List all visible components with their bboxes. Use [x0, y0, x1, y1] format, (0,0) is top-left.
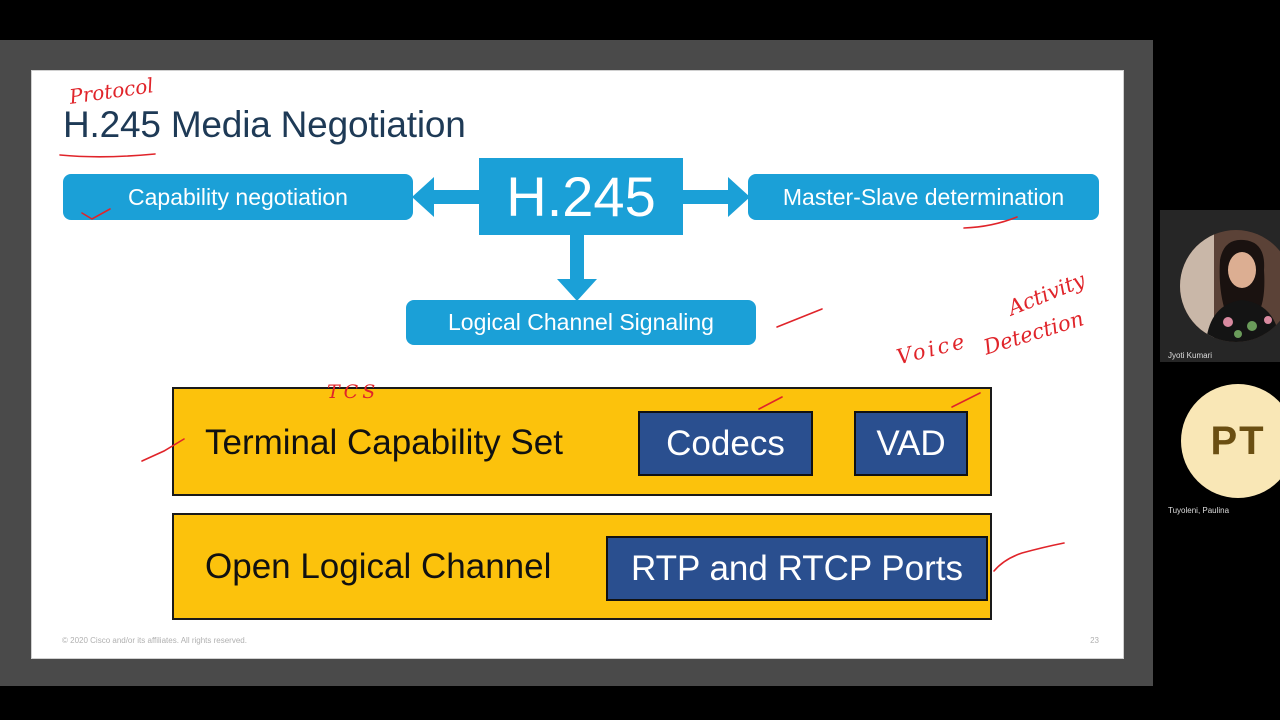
participant-name: Jyoti Kumari [1168, 351, 1213, 360]
h245-box: H.245 [479, 158, 683, 235]
codecs-box: Codecs [638, 411, 813, 476]
left-arrow-icon [412, 177, 482, 217]
participant-tile-jyoti[interactable]: Jyoti Kumari [1160, 210, 1280, 362]
annotation-tcs: TCS [327, 381, 380, 403]
tcs-label: Terminal Capability Set [205, 423, 563, 462]
presentation-slide: H.245 Media Negotiation Capability negot… [31, 70, 1124, 659]
master-slave-pill: Master-Slave determination [748, 174, 1099, 220]
participant-video [1180, 230, 1280, 342]
down-arrow-icon [557, 234, 597, 301]
annotation-voice: Voice [894, 328, 970, 370]
page-number: 23 [1090, 636, 1099, 645]
participant-avatar-pt[interactable]: PT [1181, 384, 1280, 498]
olc-box: Open Logical Channel RTP and RTCP Ports [172, 513, 992, 620]
logical-channel-signaling-pill: Logical Channel Signaling [406, 300, 756, 345]
right-arrow-icon [682, 177, 750, 217]
slide-footer: © 2020 Cisco and/or its affiliates. All … [62, 636, 247, 645]
annotation-detection: Detection [980, 306, 1087, 360]
participant-photo-icon [1180, 230, 1280, 342]
participant-name: Tuyoleni, Paulina [1168, 506, 1230, 515]
capability-negotiation-pill: Capability negotiation [63, 174, 413, 220]
rtp-rtcp-box: RTP and RTCP Ports [606, 536, 988, 601]
tcs-box: Terminal Capability Set Codecs VAD [172, 387, 992, 496]
olc-label: Open Logical Channel [205, 547, 552, 586]
vad-box: VAD [854, 411, 968, 476]
shared-screen: H.245 Media Negotiation Capability negot… [0, 40, 1153, 686]
slide-title: H.245 Media Negotiation [63, 104, 466, 145]
